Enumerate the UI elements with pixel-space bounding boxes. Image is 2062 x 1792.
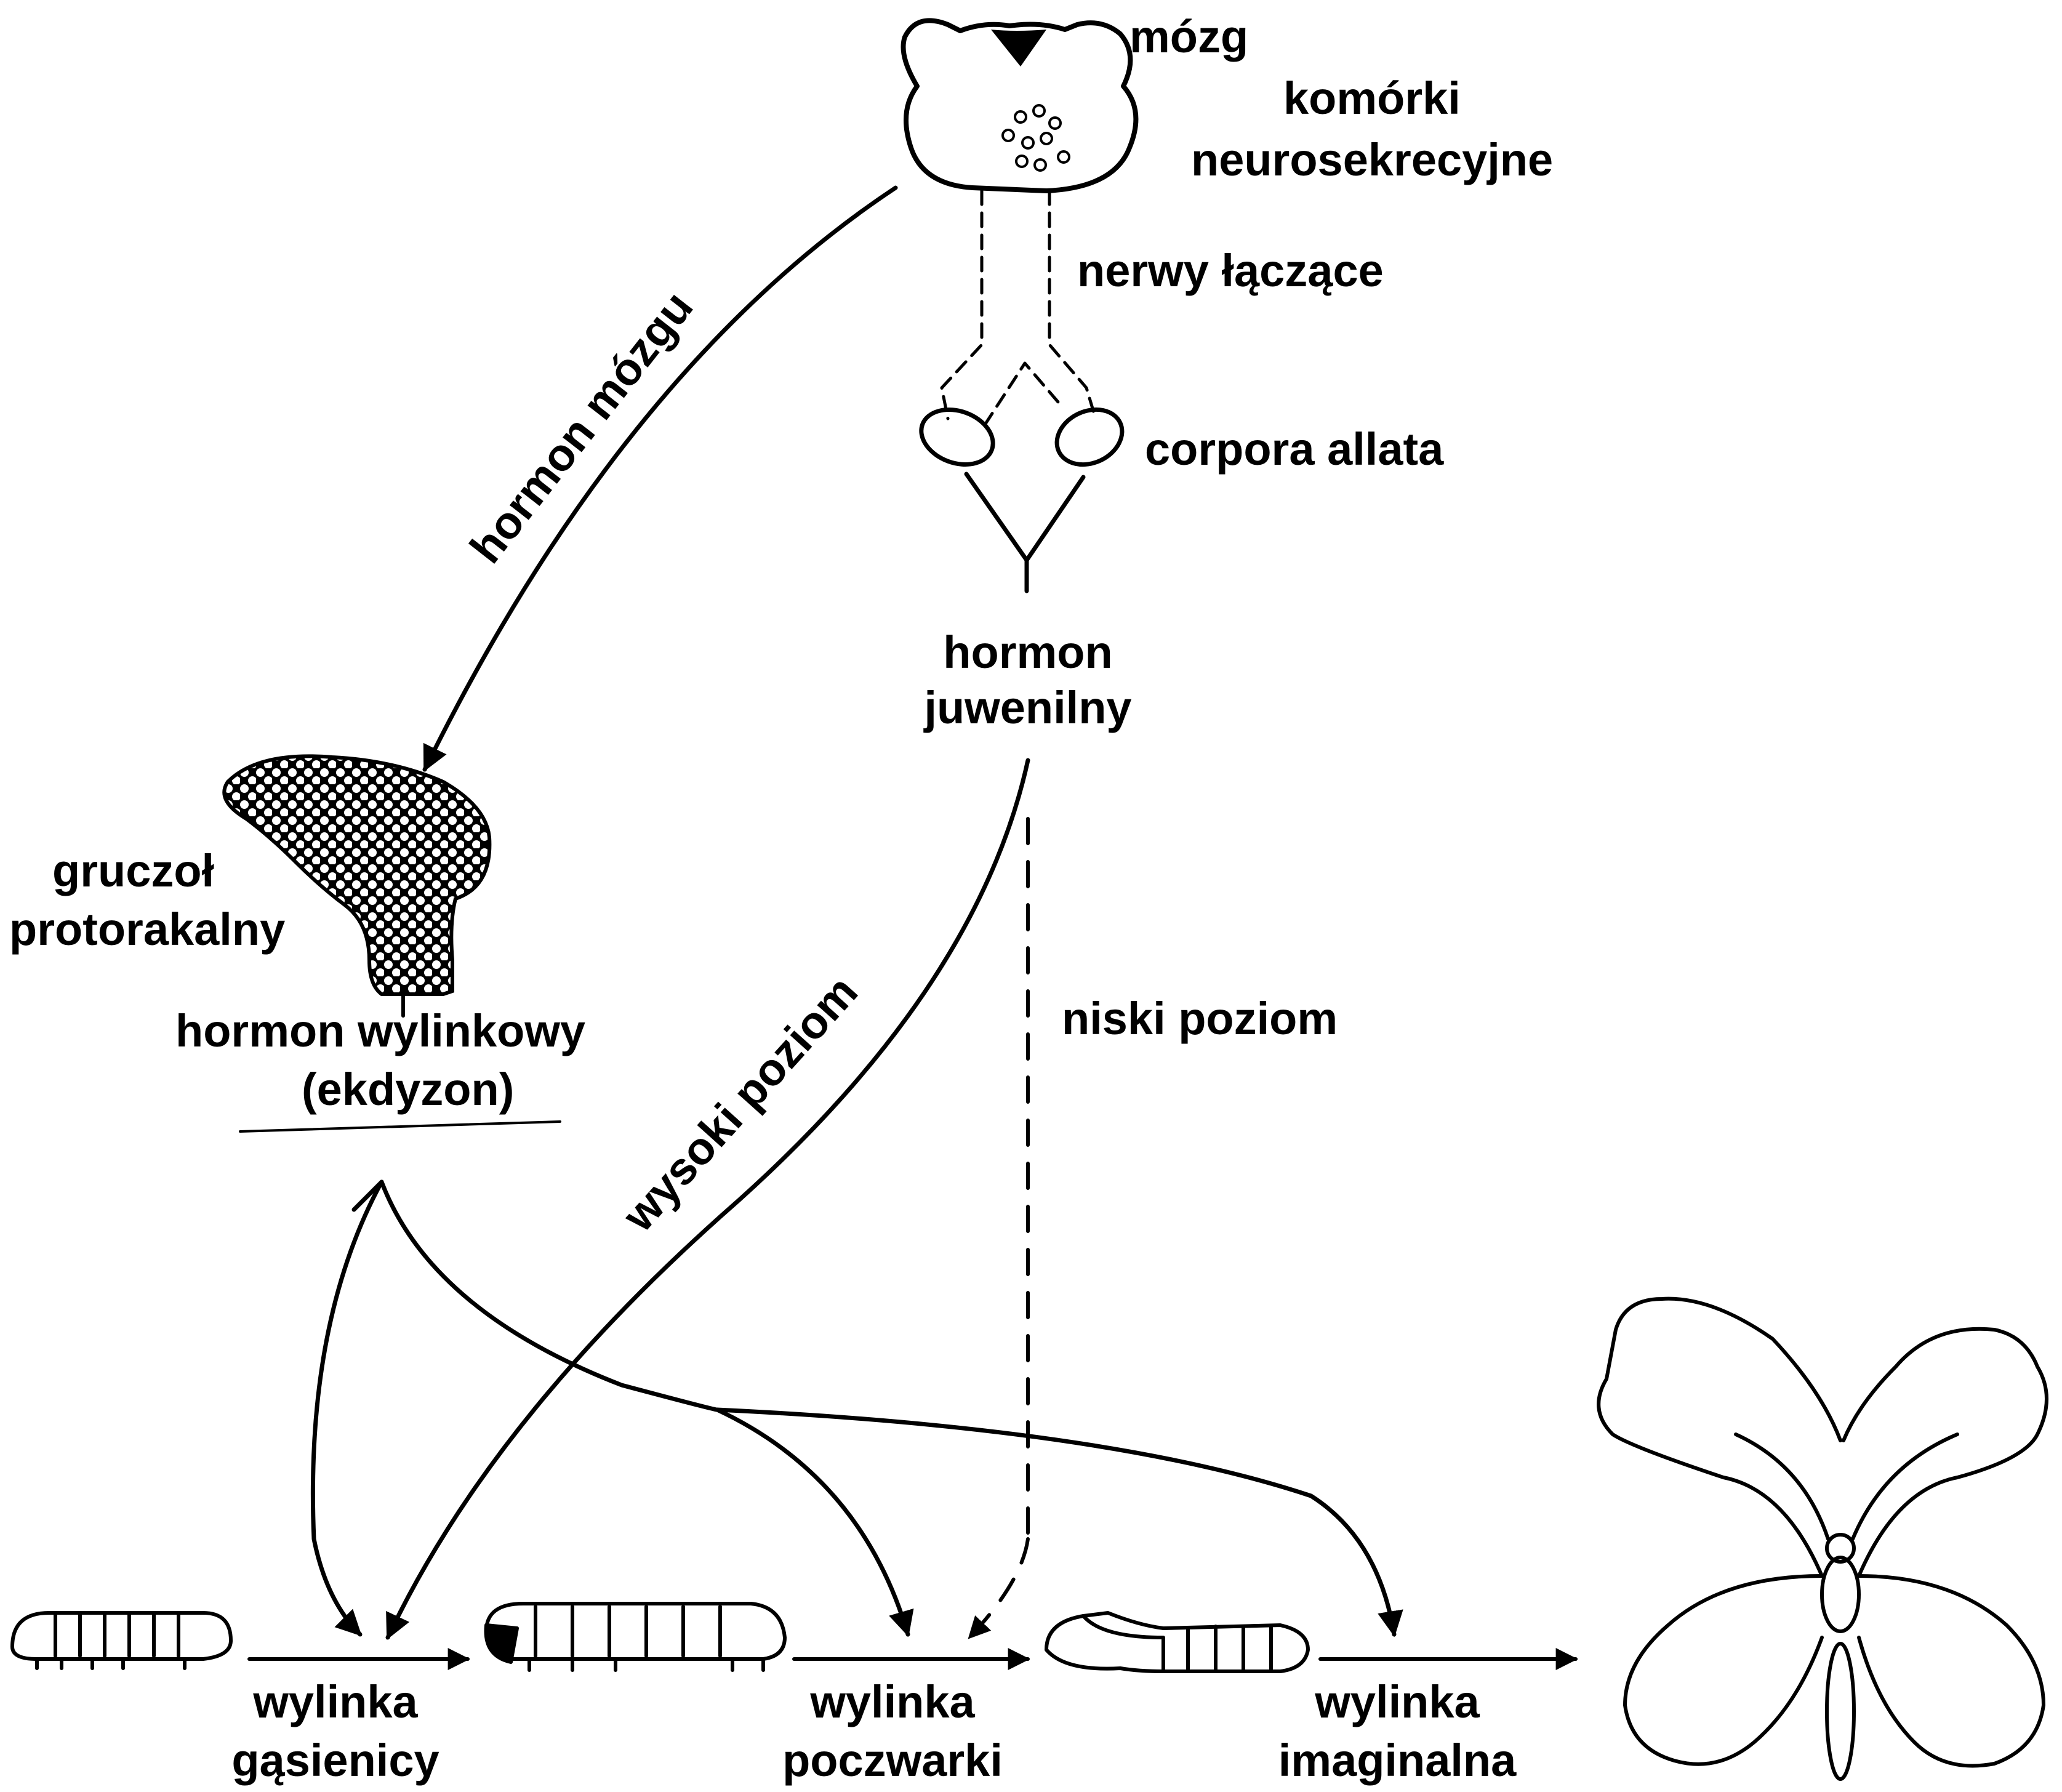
ecdysone-branch	[379, 1179, 720, 1412]
corpora-merge-lines	[964, 472, 1086, 593]
brain-label: mózg	[1129, 11, 1248, 62]
ecdysone-underline	[239, 1120, 561, 1133]
juvenile-high-arrow	[385, 758, 1030, 1640]
larva-large-icon	[484, 1602, 787, 1672]
moult-hormone-label-line2: (ekdyzon)	[302, 1064, 514, 1115]
imaginal-moult-label-line2: imaginalna	[1278, 1735, 1517, 1786]
corpora-allata-label: corpora allata	[1145, 424, 1444, 475]
ecdysone-pupal-arrow	[715, 1407, 914, 1637]
neurosecretory-label-line2: neurosekrecyjne	[1191, 134, 1553, 185]
pupa-icon	[1045, 1611, 1310, 1673]
larval-moult-label-line1: wylinka	[252, 1676, 418, 1727]
larva-small-icon	[10, 1611, 233, 1670]
corpora-allata	[919, 407, 1125, 467]
ecdysone-imaginal-arrow	[715, 1407, 1403, 1637]
brain-shape	[901, 18, 1139, 193]
brain-hormone-arrow	[422, 185, 898, 772]
juvenile-low-arrow	[968, 1537, 1030, 1639]
ecdysone-larval-arrow	[310, 1179, 384, 1637]
prothoracic-gland	[222, 754, 492, 1018]
neurosecretory-label-line1: komórki	[1283, 73, 1461, 124]
gland-label-line1: gruczoł	[52, 845, 214, 896]
juvenile-hormone-label-line2: juwenilny	[923, 682, 1131, 733]
gland-label-line2: protorakalny	[9, 904, 285, 955]
nerves-label: nerwy łączące	[1077, 245, 1384, 296]
butterfly-icon	[1597, 1296, 2048, 1781]
low-level-label: niski poziom	[1062, 993, 1338, 1044]
imaginal-moult-label-line1: wylinka	[1314, 1676, 1480, 1727]
connecting-nerves	[940, 189, 1097, 427]
pupal-moult-label-line2: poczwarki	[782, 1735, 1003, 1786]
pupal-moult-label-line1: wylinka	[809, 1676, 975, 1727]
neurosecretory-cells	[1001, 104, 1070, 172]
brain-hormone-label: hormon mózgu	[460, 282, 702, 573]
moult-hormone-label-line1: hormon wylinkowy	[175, 1005, 585, 1056]
larval-moult-label-line2: gąsienicy	[231, 1735, 439, 1786]
juvenile-hormone-label-line1: hormon	[943, 627, 1112, 678]
